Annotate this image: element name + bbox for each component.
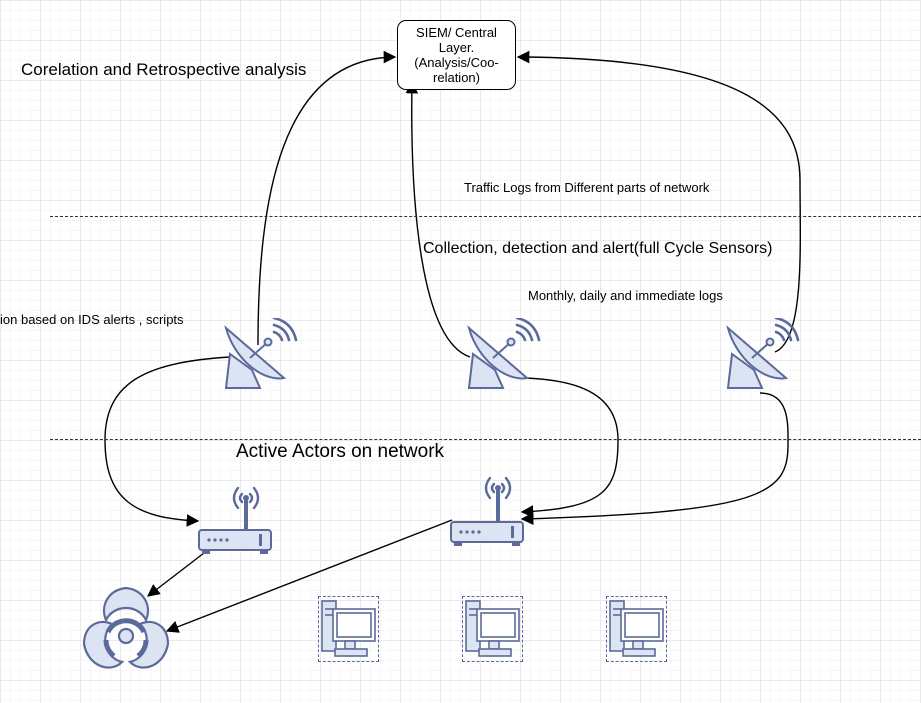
edge-sensor3-to-router2 xyxy=(520,392,789,525)
sensor-node-1[interactable] xyxy=(222,316,298,392)
siem-line-3: (Analysis/Coo- xyxy=(414,55,499,70)
edge-sensor2-to-router2 xyxy=(520,377,619,518)
traffic-logs-label: Traffic Logs from Different parts of net… xyxy=(464,180,710,195)
edge-router2-to-threat xyxy=(165,519,453,633)
ids-alerts-label: ion based on IDS alerts , scripts xyxy=(0,312,184,327)
desktop-computer-icon xyxy=(465,600,520,657)
siem-line-1: SIEM/ Central xyxy=(416,25,497,40)
wireless-router-icon xyxy=(450,476,524,546)
edge-sensor3-to-siem xyxy=(516,50,801,353)
periodic-logs-label: Monthly, daily and immediate logs xyxy=(528,288,723,303)
sensor-node-2[interactable] xyxy=(465,316,541,392)
siem-central-layer-box[interactable]: SIEM/ Central Layer. (Analysis/Coo- rela… xyxy=(397,20,516,90)
edge-sensor2-to-siem xyxy=(405,80,471,358)
host-computer-2[interactable] xyxy=(462,596,523,662)
threat-actor-node[interactable] xyxy=(78,584,174,676)
router-node-2[interactable] xyxy=(448,474,526,550)
desktop-computer-icon xyxy=(609,600,664,657)
zone-divider-upper xyxy=(50,216,921,217)
siem-label: SIEM/ Central Layer. (Analysis/Coo- rela… xyxy=(414,25,499,85)
router-node-1[interactable] xyxy=(196,484,274,556)
collection-detection-label: Collection, detection and alert(full Cyc… xyxy=(423,240,773,257)
edge-sensor1-to-siem xyxy=(257,50,397,346)
satellite-dish-icon xyxy=(726,316,800,389)
host-computer-3[interactable] xyxy=(606,596,667,662)
siem-line-4: relation) xyxy=(433,70,480,85)
siem-line-2: Layer. xyxy=(438,40,475,55)
sensor-node-3[interactable] xyxy=(724,316,800,392)
active-actors-label: Active Actors on network xyxy=(236,441,445,462)
wireless-router-icon xyxy=(198,486,272,554)
correlation-label: Corelation and Retrospective analysis xyxy=(21,60,307,79)
desktop-computer-icon xyxy=(321,600,376,657)
zone-divider-lower xyxy=(50,439,921,440)
satellite-dish-icon xyxy=(467,316,541,389)
edge-router1-to-threat xyxy=(147,552,205,597)
host-computer-1[interactable] xyxy=(318,596,379,662)
satellite-dish-icon xyxy=(224,316,298,389)
biohazard-icon xyxy=(82,586,170,669)
